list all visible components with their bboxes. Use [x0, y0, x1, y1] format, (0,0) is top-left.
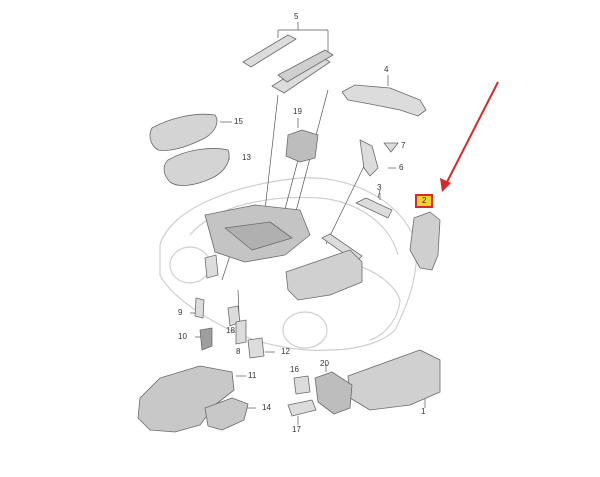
- callout-6: 6: [399, 163, 404, 172]
- part-4-trim: [341, 84, 427, 117]
- part-20-bracket: [314, 371, 353, 415]
- callout-17: 17: [292, 425, 301, 434]
- callout-2[interactable]: 2: [415, 194, 434, 208]
- part-7-clip: [383, 142, 399, 153]
- part-10-bracket: [199, 327, 213, 351]
- callout-20: 20: [320, 359, 329, 368]
- callout-1: 1: [421, 407, 426, 416]
- part-15-mat: [149, 113, 218, 151]
- callout-9: 9: [178, 308, 183, 317]
- part-1-crossmember: [347, 349, 441, 411]
- part-2-panel: [409, 211, 441, 271]
- callout-13: 13: [242, 153, 251, 162]
- part-16-block: [293, 375, 311, 395]
- callout-18: 18: [226, 326, 235, 335]
- part-6-bracket: [359, 139, 379, 177]
- callout-4: 4: [384, 65, 389, 74]
- callout-16: 16: [290, 365, 299, 374]
- callout-3: 3: [377, 183, 382, 192]
- indicator-arrow: [440, 81, 499, 192]
- part-5-rail-top: [277, 49, 334, 83]
- part-8-strap: [235, 319, 247, 345]
- part-17-pad: [287, 399, 317, 417]
- callout-5: 5: [294, 12, 299, 21]
- part-3-strip: [355, 197, 393, 219]
- callout-7: 7: [401, 141, 406, 150]
- part-12-bracket: [247, 337, 265, 359]
- callout-10: 10: [178, 332, 187, 341]
- part-front-crossmember: [285, 249, 363, 301]
- callout-11: 11: [248, 371, 257, 380]
- callout-14: 14: [262, 403, 271, 412]
- callout-8: 8: [236, 347, 241, 356]
- part-16-mount: [204, 254, 219, 279]
- part-19-bracket: [285, 129, 319, 163]
- part-9-bracket: [194, 297, 205, 319]
- parts: [137, 34, 441, 433]
- callout-12: 12: [281, 347, 290, 356]
- callout-15: 15: [234, 117, 243, 126]
- part-14-duct: [204, 397, 249, 431]
- part-5-rail-front: [242, 34, 297, 68]
- part-13-mat: [163, 148, 230, 186]
- callout-19: 19: [293, 107, 302, 116]
